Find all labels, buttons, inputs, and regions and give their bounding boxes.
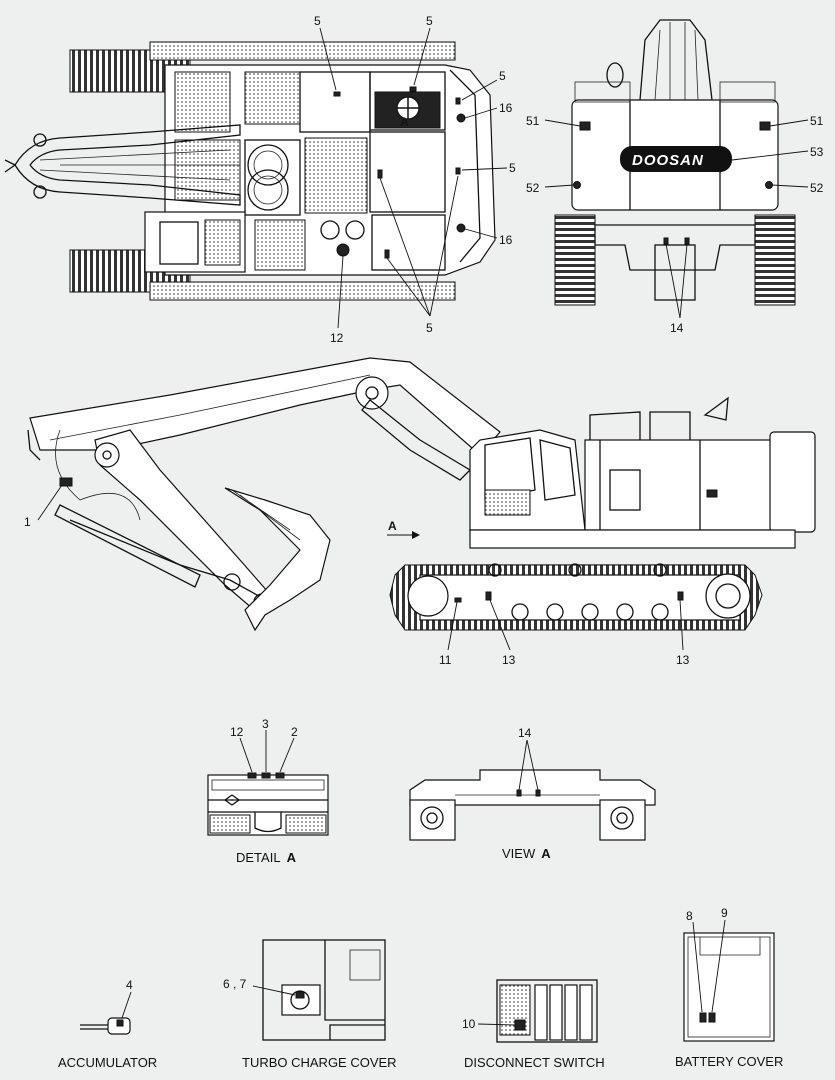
turbo-charge-cover-detail: 6 , 7 TURBO CHARGE COVER xyxy=(223,939,397,1070)
accumulator-detail: 4 ACCUMULATOR xyxy=(58,978,157,1070)
top-callout-a: A xyxy=(400,115,409,129)
side-view-arrow-label: A xyxy=(388,519,397,533)
rear-callout-51-right: 51 xyxy=(810,114,824,128)
disconnect-callout-10: 10 xyxy=(462,1017,476,1031)
rear-callout-53: 53 xyxy=(810,145,824,159)
top-callout-12: 12 xyxy=(330,331,344,345)
detail-callout-12: 12 xyxy=(230,725,244,739)
side-callout-11: 11 xyxy=(439,653,452,667)
detail-callout-2: 2 xyxy=(291,725,298,739)
top-callout-5d: 5 xyxy=(509,161,516,175)
detail-callout-3: 3 xyxy=(262,717,269,731)
rear-brand-logo: DOOSAN xyxy=(632,152,704,169)
view-a-callout-14: 14 xyxy=(518,726,532,740)
rear-callout-52-right: 52 xyxy=(810,181,824,195)
side-view: A 1 11 13 13 xyxy=(24,357,816,667)
rear-callout-51-left: 51 xyxy=(526,114,540,128)
side-callout-13a: 13 xyxy=(502,653,516,667)
side-callout-1: 1 xyxy=(24,515,31,529)
top-callout-5b: 5 xyxy=(426,14,433,28)
top-callout-5e: 5 xyxy=(426,321,433,335)
turbo-caption: TURBO CHARGE COVER xyxy=(242,1055,397,1070)
top-callout-16a: 16 xyxy=(499,101,513,115)
disconnect-switch-detail: 10 DISCONNECT SWITCH xyxy=(462,979,605,1070)
battery-caption: BATTERY COVER xyxy=(675,1054,783,1069)
battery-cover-detail: 8 9 BATTERY COVER xyxy=(675,906,783,1069)
side-callout-13b: 13 xyxy=(676,653,690,667)
rear-view: DOOSAN 51 51 53 52 52 14 xyxy=(526,19,824,335)
disconnect-caption: DISCONNECT SWITCH xyxy=(464,1055,605,1070)
battery-callout-9: 9 xyxy=(721,906,728,920)
accumulator-callout-4: 4 xyxy=(126,978,133,992)
battery-callout-8: 8 xyxy=(686,909,693,923)
top-callout-5a: 5 xyxy=(314,14,321,28)
accumulator-caption: ACCUMULATOR xyxy=(58,1055,157,1070)
turbo-callout-6-7: 6 , 7 xyxy=(223,977,247,991)
top-callout-16b: 16 xyxy=(499,233,513,247)
top-callout-5c: 5 xyxy=(499,69,506,83)
rear-callout-52-left: 52 xyxy=(526,181,540,195)
rear-callout-14: 14 xyxy=(670,321,684,335)
top-view: A xyxy=(4,14,516,345)
